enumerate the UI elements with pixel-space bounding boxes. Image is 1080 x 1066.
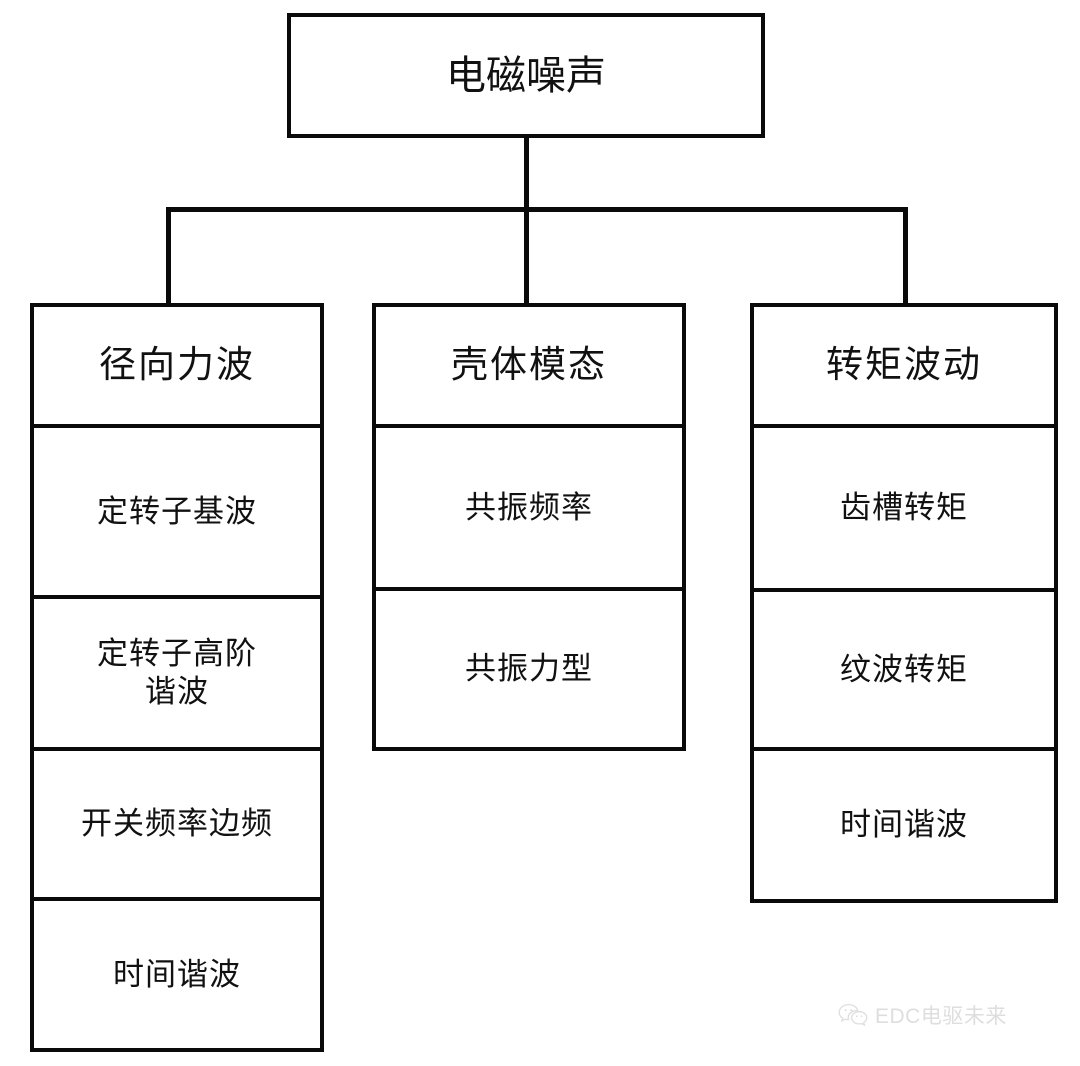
connector-drop-right — [903, 207, 908, 307]
node-resonant-force-mode[interactable]: 共振力型 — [376, 591, 682, 747]
branch-header-housing-mode[interactable]: 壳体模态 — [376, 307, 682, 428]
node-time-harmonic-radial[interactable]: 时间谐波 — [34, 900, 320, 1048]
node-label: 齿槽转矩 — [840, 490, 968, 526]
branch-radial-force-wave: 径向力波 定转子基波 定转子高阶 谐波 开关频率边频 时间谐波 — [30, 303, 324, 1052]
branch-header-label: 径向力波 — [99, 345, 255, 387]
wechat-icon — [838, 1003, 868, 1027]
branch-header-label: 壳体模态 — [451, 344, 607, 386]
node-label: 时间谐波 — [840, 807, 968, 843]
node-label: 共振力型 — [465, 651, 593, 687]
node-resonant-frequency[interactable]: 共振频率 — [376, 427, 682, 592]
watermark-text: EDC电驱未来 — [875, 1005, 1007, 1028]
branch-housing-mode: 壳体模态 共振频率 共振力型 — [372, 303, 686, 751]
node-label: 纹波转矩 — [840, 651, 968, 687]
connector-root-drop — [524, 136, 529, 212]
node-label: 定转子高阶 谐波 — [97, 636, 257, 710]
node-label: 时间谐波 — [113, 956, 241, 992]
root-node-label: 电磁噪声 — [446, 52, 606, 98]
branch-header-label: 转矩波动 — [826, 345, 982, 387]
root-node-electromagnetic-noise[interactable]: 电磁噪声 — [287, 13, 765, 138]
connector-horizontal-bus — [166, 207, 908, 212]
node-stator-rotor-high-order-harmonic[interactable]: 定转子高阶 谐波 — [34, 599, 320, 751]
branch-header-radial-force-wave[interactable]: 径向力波 — [34, 307, 320, 429]
connector-drop-left — [166, 207, 171, 307]
connector-drop-middle — [524, 207, 529, 307]
node-cogging-torque[interactable]: 齿槽转矩 — [754, 428, 1054, 593]
watermark: EDC电驱未来 — [838, 1000, 1007, 1030]
node-label: 开关频率边频 — [81, 805, 273, 841]
node-switching-frequency-sideband[interactable]: 开关频率边频 — [34, 750, 320, 901]
branch-header-torque-ripple[interactable]: 转矩波动 — [754, 307, 1054, 429]
node-label: 共振频率 — [465, 489, 593, 525]
node-stator-rotor-fundamental[interactable]: 定转子基波 — [34, 428, 320, 600]
node-time-harmonic-torque[interactable]: 时间谐波 — [754, 751, 1054, 899]
branch-torque-ripple: 转矩波动 齿槽转矩 纹波转矩 时间谐波 — [750, 303, 1058, 903]
node-label: 定转子基波 — [97, 493, 257, 529]
node-ripple-torque[interactable]: 纹波转矩 — [754, 592, 1054, 752]
